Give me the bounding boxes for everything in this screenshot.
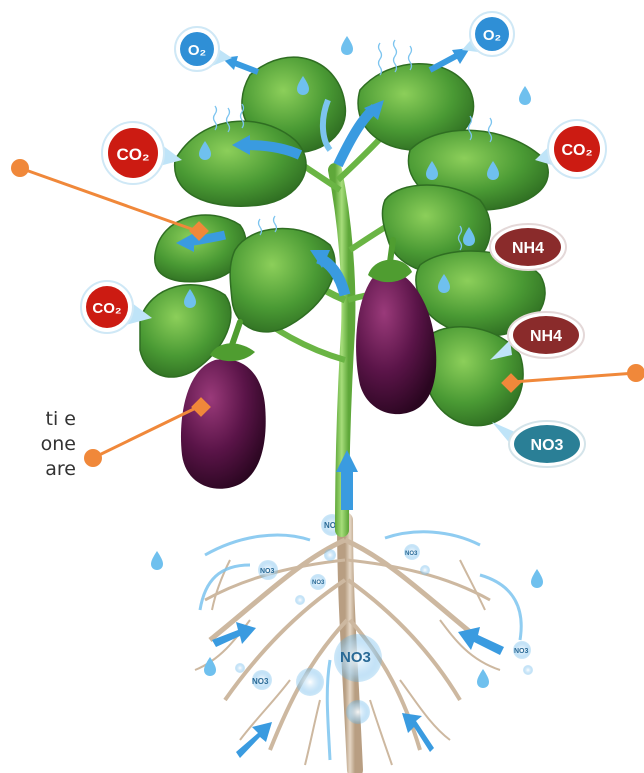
bubble-label: NO3 [252, 677, 269, 686]
nh4-label: NH4 [512, 240, 544, 257]
nh4-label: NH4 [530, 328, 562, 345]
side-caption-line: ti e [0, 407, 76, 432]
side-caption: ti e one are [0, 407, 76, 482]
nh4-badge-top: NH4 [490, 224, 566, 270]
bubble-label: NO3 [340, 649, 371, 666]
co2-badge-top-left: CO₂ [102, 122, 182, 184]
bubble-label: NO3 [514, 648, 529, 655]
o2-badge-right: O₂ [462, 12, 514, 56]
leaf [230, 229, 335, 332]
no3-label: NO3 [531, 437, 564, 454]
no3-badge: NO3 [492, 421, 585, 467]
co2-label: CO₂ [116, 145, 149, 164]
bubble-label: NO3 [405, 551, 418, 557]
no3-bubble-labels: NO3 NO3 NO3 NO3 NO3 NO3 NO3 [252, 521, 529, 686]
o2-label: O₂ [188, 42, 206, 59]
side-caption-line: are [0, 457, 76, 482]
side-caption-line: one [0, 432, 76, 457]
o2-label: O₂ [483, 27, 501, 44]
co2-label: CO₂ [92, 300, 121, 317]
leaf [175, 121, 306, 206]
bubble-label: NO3 [260, 568, 275, 575]
co2-label: CO₂ [561, 142, 592, 159]
o2-badge-left: O₂ [175, 27, 232, 71]
bubble-label: NO3 [312, 580, 325, 586]
